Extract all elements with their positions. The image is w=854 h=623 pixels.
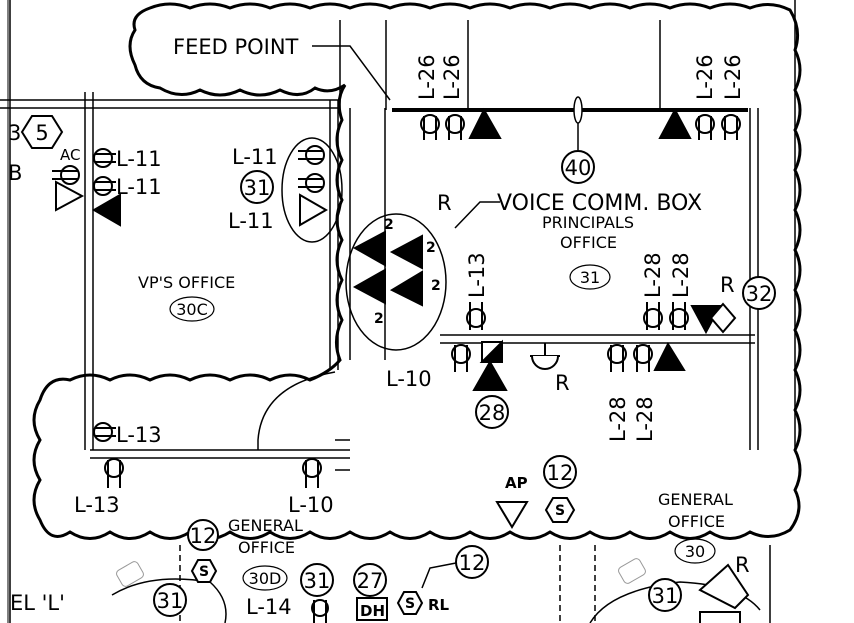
circuit-l10-lower: L-10 xyxy=(288,493,334,517)
tag-27: 27 xyxy=(353,563,387,597)
circuit-l28-d: L-28 xyxy=(633,396,657,442)
general-office-left-line2: OFFICE xyxy=(238,538,295,557)
cloud-comm-box xyxy=(345,213,447,351)
comm-box-leader xyxy=(454,201,500,229)
hex-tag-s-rl: S xyxy=(396,591,424,615)
circuit-l11-4: L-11 xyxy=(228,209,274,233)
svg-text:28: 28 xyxy=(479,401,506,425)
svg-text:31: 31 xyxy=(304,569,331,593)
general-office-right-number-oval xyxy=(674,538,716,564)
circuit-l26-1: L-26 xyxy=(415,54,439,100)
tag-32: 32 xyxy=(742,276,776,310)
dh-box: DH xyxy=(356,597,388,621)
svg-text:5: 5 xyxy=(35,121,48,145)
tag-12-ap: 12 xyxy=(543,455,577,489)
circuit-l26-4: L-26 xyxy=(721,54,745,100)
circuit-l28-c: L-28 xyxy=(606,396,630,442)
svg-text:12: 12 xyxy=(459,551,486,575)
svg-text:S: S xyxy=(555,503,565,519)
tag-31-general-left: 31 xyxy=(300,563,334,597)
r-label-bottom: R xyxy=(735,553,750,577)
general-office-right-line1: GENERAL xyxy=(658,490,733,509)
svg-text:S: S xyxy=(199,564,209,580)
hex-tag-5: 5 xyxy=(20,115,64,149)
circuit-l13-vertical: L-13 xyxy=(465,252,489,298)
general-office-left-number: 30D xyxy=(249,569,282,588)
comm-outlets xyxy=(55,107,737,529)
circuit-l11-2: L-11 xyxy=(116,175,162,199)
circuit-l10-mid: L-10 xyxy=(386,367,432,391)
svg-text:32: 32 xyxy=(746,282,773,306)
tag-31-bottom-right: 31 xyxy=(648,578,682,612)
principals-office-number: 31 xyxy=(580,268,600,287)
tag-12-rl: 12 xyxy=(455,545,489,579)
hex-tag-s-left: S xyxy=(190,559,218,583)
tag-28: 28 xyxy=(475,395,509,429)
ap-label: AP xyxy=(505,474,528,492)
principals-office-line2: OFFICE xyxy=(560,233,617,252)
svg-text:27: 27 xyxy=(357,569,384,593)
circuit-l13-lower: L-13 xyxy=(74,493,120,517)
r-label-bell: R xyxy=(555,371,570,395)
comm-count-3: 2 xyxy=(431,278,441,294)
tag-12-left: 12 xyxy=(187,519,219,551)
circuit-l26-2: L-26 xyxy=(440,54,464,100)
tag-31-vp: 31 xyxy=(240,170,274,204)
comm-count-4: 2 xyxy=(374,311,384,327)
circuit-l11-3: L-11 xyxy=(232,145,278,169)
svg-text:31: 31 xyxy=(652,584,679,608)
door-swing xyxy=(257,371,336,441)
hex-tag-s-ap: S xyxy=(544,497,576,523)
comm-count-2: 2 xyxy=(426,240,436,256)
general-office-left-line1: GENERAL xyxy=(228,516,303,535)
furniture xyxy=(116,558,646,587)
receptacles xyxy=(52,114,741,623)
el-l-label: EL 'L' xyxy=(10,591,65,615)
principals-office-line1: PRINCIPALS xyxy=(542,213,634,232)
principals-office-number-oval xyxy=(569,264,611,290)
ac-label: AC xyxy=(60,146,80,164)
feed-point-label: FEED POINT xyxy=(173,35,299,59)
svg-text:12: 12 xyxy=(547,461,574,485)
tag-40-fixture xyxy=(573,96,583,124)
svg-text:40: 40 xyxy=(565,156,592,180)
rl-leader xyxy=(421,562,457,589)
general-office-left-number-oval xyxy=(242,565,288,591)
circuit-l28-a: L-28 xyxy=(641,252,665,298)
speaker-icon xyxy=(698,563,750,610)
circuit-l11-1: L-11 xyxy=(116,147,162,171)
r-label-comm: R xyxy=(437,191,452,215)
bell-icon xyxy=(530,343,560,370)
revision-cloud-top xyxy=(32,2,802,540)
comm-count-1: 2 xyxy=(384,217,394,233)
svg-text:S: S xyxy=(405,596,415,612)
general-office-right-number: 30 xyxy=(685,542,705,561)
circuit-l14: L-14 xyxy=(246,595,292,619)
vp-office-name: VP'S OFFICE xyxy=(138,273,235,292)
cloud-vp-right xyxy=(281,137,343,243)
feed-point-leader xyxy=(312,45,391,101)
svg-text:DH: DH xyxy=(360,602,385,620)
general-office-right-line2: OFFICE xyxy=(668,512,725,531)
svg-text:12: 12 xyxy=(190,524,217,548)
b-label: B xyxy=(8,161,22,185)
rl-label: RL xyxy=(428,596,450,614)
equipment-box xyxy=(699,611,741,623)
three-label: 3 xyxy=(8,121,21,145)
vp-office-number: 30C xyxy=(176,300,208,319)
tag-31-bottom-left: 31 xyxy=(153,583,187,617)
circuit-l26-3: L-26 xyxy=(693,54,717,100)
svg-text:31: 31 xyxy=(244,176,271,200)
r-label-32: R xyxy=(720,273,735,297)
circuit-l13-lower-h: L-13 xyxy=(116,423,162,447)
svg-text:31: 31 xyxy=(157,589,184,613)
tag-40: 40 xyxy=(561,150,595,184)
voice-comm-box-label: VOICE COMM. BOX xyxy=(497,191,702,216)
vp-office-number-oval xyxy=(169,296,215,322)
circuit-l28-b: L-28 xyxy=(669,252,693,298)
